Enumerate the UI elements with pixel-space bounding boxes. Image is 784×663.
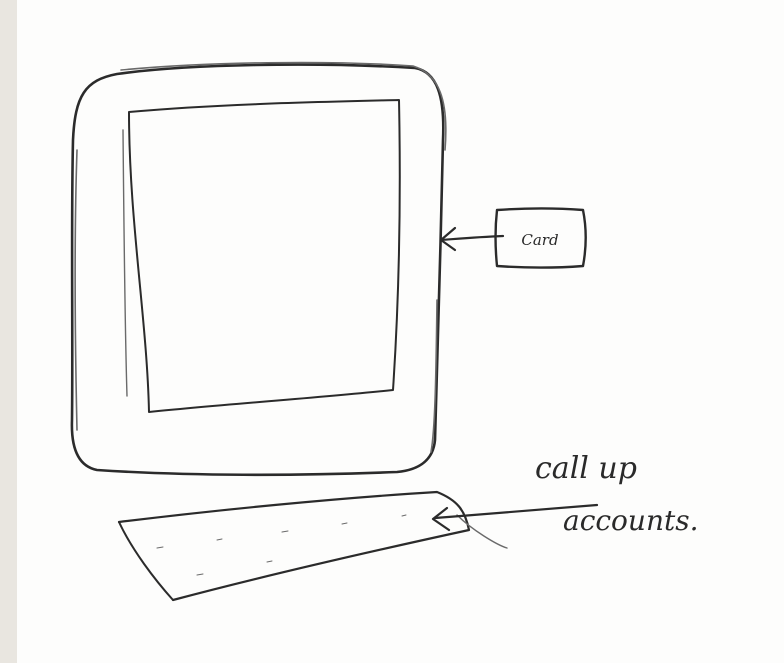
card-box: Card	[496, 209, 586, 268]
card-label: Card	[521, 231, 558, 249]
monitor-outline	[72, 63, 446, 475]
monitor-screen	[123, 100, 400, 412]
sketch-drawing: Card call up accounts.	[17, 0, 784, 663]
keyboard-outline	[119, 492, 507, 600]
note-line-1: call up	[535, 451, 637, 486]
note-line-2: accounts.	[563, 504, 699, 537]
left-margin-band	[0, 0, 17, 663]
sketch-paper: Card call up accounts.	[17, 0, 784, 663]
card-arrow	[441, 228, 503, 250]
